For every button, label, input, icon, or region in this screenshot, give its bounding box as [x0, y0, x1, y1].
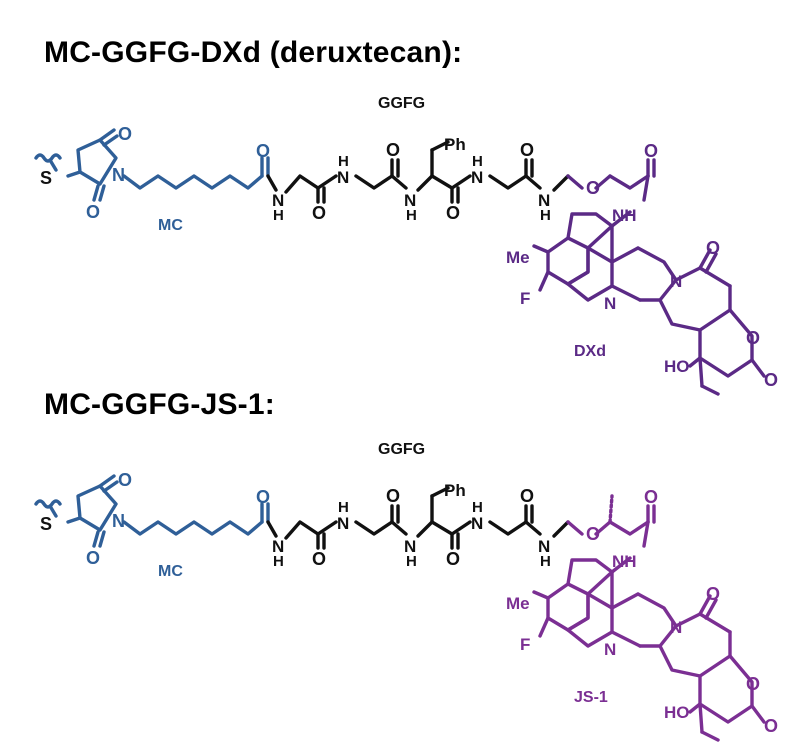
payload-amide-nh: NH	[612, 206, 637, 225]
hydroxyl-label: HO	[664, 703, 690, 722]
phenyl-label: Ph	[444, 481, 466, 500]
ggfg-label: GGFG	[378, 441, 425, 458]
amide-oxygen-5: O	[520, 486, 534, 506]
amide-n-5: N	[538, 191, 550, 210]
caproyl-carbonyl-oxygen: O	[256, 487, 270, 507]
ether-oxygen: O	[586, 524, 600, 544]
amide-n-5: N	[538, 537, 550, 556]
maleimide-oxygen-bottom: O	[86, 548, 100, 568]
js1-payload	[532, 494, 766, 742]
mc-label: MC	[158, 563, 183, 580]
amide-h-4: H	[472, 499, 483, 516]
lactone-ring-oxygen: O	[746, 328, 760, 348]
amide-oxygen-2: O	[312, 203, 326, 223]
amide-n-1: N	[272, 537, 284, 556]
maleimide-nitrogen: N	[112, 511, 125, 531]
amide-h-4: H	[472, 153, 483, 170]
pyridone-nitrogen: N	[670, 272, 682, 291]
dxd-label: DXd	[574, 343, 606, 360]
mc-label: MC	[158, 217, 183, 234]
lactone-ring-oxygen: O	[746, 674, 760, 694]
sulfur-atom: S	[40, 168, 52, 188]
phenyl-label: Ph	[444, 135, 466, 154]
amide-n-2: N	[337, 514, 349, 533]
js1-label: JS-1	[574, 689, 608, 706]
fluoro-label: F	[520, 635, 530, 654]
maleimide-nitrogen: N	[112, 165, 125, 185]
glycolamide-oxygen: O	[644, 141, 658, 161]
lactone-carbonyl-oxygen: O	[764, 370, 778, 390]
maleimide-oxygen-top: O	[118, 124, 132, 144]
amide-oxygen-3: O	[386, 486, 400, 506]
ggfg-linker	[266, 140, 570, 204]
pyridone-oxygen: O	[706, 584, 720, 604]
amide-h-1: H	[273, 207, 284, 224]
ggfg-label: GGFG	[378, 95, 425, 112]
amide-h-5: H	[540, 553, 551, 570]
amide-oxygen-4: O	[446, 549, 460, 569]
amide-h-5: H	[540, 207, 551, 224]
lactone-carbonyl-oxygen: O	[764, 716, 778, 736]
dxd-payload	[532, 158, 766, 396]
amide-oxygen-4: O	[446, 203, 460, 223]
payload-amide-nh: NH	[612, 552, 637, 571]
maleimide-group	[34, 474, 270, 548]
glycolamide-oxygen: O	[644, 487, 658, 507]
amide-n-3: N	[404, 191, 416, 210]
maleimide-oxygen-bottom: O	[86, 202, 100, 222]
structure-title: MC-GGFG-JS-1:	[44, 388, 275, 421]
amide-n-2: N	[337, 168, 349, 187]
amide-h-3: H	[406, 207, 417, 224]
sulfur-atom: S	[40, 514, 52, 534]
pyridone-nitrogen: N	[670, 618, 682, 637]
amide-h-1: H	[273, 553, 284, 570]
amide-oxygen-2: O	[312, 549, 326, 569]
hydroxyl-label: HO	[664, 357, 690, 376]
caproyl-carbonyl-oxygen: O	[256, 141, 270, 161]
pyridone-oxygen: O	[706, 238, 720, 258]
amide-h-2: H	[338, 499, 349, 516]
amide-n-1: N	[272, 191, 284, 210]
ether-oxygen: O	[586, 178, 600, 198]
methyl-label: Me	[506, 594, 530, 613]
amide-n-3: N	[404, 537, 416, 556]
ggfg-linker	[266, 486, 570, 550]
maleimide-group	[34, 128, 270, 202]
quinoline-nitrogen: N	[604, 294, 616, 313]
fluoro-label: F	[520, 289, 530, 308]
amide-oxygen-3: O	[386, 140, 400, 160]
quinoline-nitrogen: N	[604, 640, 616, 659]
maleimide-oxygen-top: O	[118, 470, 132, 490]
methyl-label: Me	[506, 248, 530, 267]
amide-h-2: H	[338, 153, 349, 170]
amide-oxygen-5: O	[520, 140, 534, 160]
structure-title: MC-GGFG-DXd (deruxtecan):	[44, 36, 463, 69]
amide-n-4: N	[471, 168, 483, 187]
amide-n-4: N	[471, 514, 483, 533]
amide-h-3: H	[406, 553, 417, 570]
